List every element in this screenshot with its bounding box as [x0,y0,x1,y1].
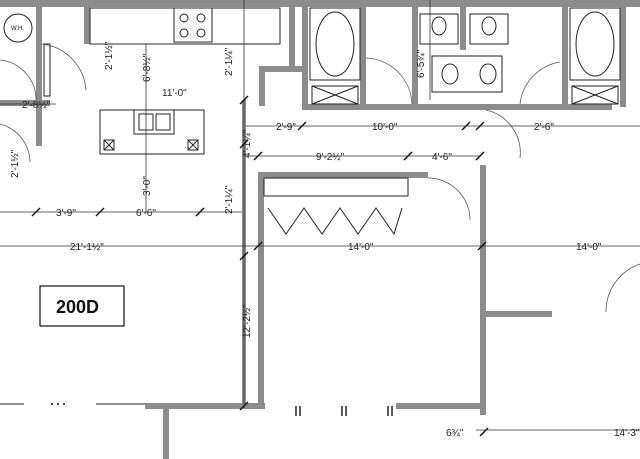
dimension-labels: 21'-1½" 14'-0" 14'-0" 3'-9" 6'-6" 2'-8½"… [10,41,640,439]
dim-kitchen-side: 2'-8½" [22,100,51,111]
bath1-right-wall [360,0,366,107]
pantry-left-wall [259,66,265,106]
door-swing-icon [485,109,521,159]
bath-bottom-wall [302,104,612,110]
dim-kitchen-run: 11'-0" [162,88,187,99]
door-swing-icon [519,61,561,105]
closet-shelf [263,177,409,197]
dim-left-side: 2'-1½" [10,149,21,178]
dim-pantry-width: 2'-9" [276,122,296,133]
vanity-sink [441,63,459,85]
wall-cabinet [43,43,51,97]
bathroom-fixtures [309,7,621,159]
dim-living-height: 12'-2½" [242,304,253,338]
bath2-left-wall [562,0,568,107]
pantry-bottom-wall [259,66,307,72]
bathtub [569,7,621,81]
vanity-left-wall [412,0,418,107]
dim-bottom-left-a: 3'-9" [56,208,76,219]
kitchen-divider-wall [84,0,90,44]
bifold-door-icon [267,207,403,236]
bathtub [309,7,361,81]
dim-pantry-height: 4'-1¼" [241,129,253,158]
burner-icon [196,13,206,23]
kitchen-left-wall [36,0,42,100]
kitchen-counter [89,7,281,45]
unit-label: 200D [56,297,99,317]
top-wall [0,0,640,7]
bath1-left-wall [302,0,308,107]
living-right-wall [258,172,264,408]
dim-bottom-left-b: 6'-6" [136,208,156,219]
burner-icon [179,28,189,38]
unit-label-box: 200D [39,285,125,327]
toilet-bowl [481,16,497,36]
vanity [431,55,503,93]
door-swing-icon [0,123,31,163]
bottom-wall-b [396,403,486,409]
left-lower-wall [36,106,42,146]
door-swing-icon [365,57,413,105]
sink-bowl [155,113,171,131]
misc-marks [0,403,393,416]
bathtub-basin [315,11,355,77]
bedroom-left-wall [480,165,486,415]
dimension-lines [0,0,640,437]
vanity-sink [479,63,497,85]
burner-icon [196,28,206,38]
bathtub-basin [575,11,615,77]
dim-bottom-gap: 6¾" [446,428,464,439]
burner-icon [179,13,189,23]
dim-closet-width: 9'-2½" [316,152,345,163]
left-partition-wall [0,100,50,106]
dim-bottom-right: 14'-3" [614,428,640,439]
dim-island-depth: 3'-0" [142,176,153,196]
dim-bedroom-width: 14'-0" [348,242,374,253]
unit-label-frame [39,285,125,327]
dim-kitchen-upper: 6'-8½" [142,53,153,82]
dim-closet-height: 2'-1¼" [223,185,235,214]
kitchen-island [99,109,205,155]
water-heater [3,13,33,43]
water-heater-label: W.H. [11,26,24,32]
closet-bifold-doors [263,177,640,313]
bedroom-closet-wall [480,311,552,317]
dim-bedroom-right: 14'-0" [576,242,602,253]
bottom-wall-a [145,403,265,409]
toilet-tank [419,13,459,45]
bottom-stair-wall [163,409,169,459]
dim-pantry-top: 2'-1¼" [223,47,235,76]
dim-kitchen-top-depth: 2'-1½" [104,41,115,70]
dim-closet-right: 4'-6" [432,152,452,163]
kitchen-fixtures: W.H. [0,7,281,163]
toilet-tank [469,13,509,45]
vanity-divider-wall [460,0,466,50]
range [173,7,213,43]
door-swing-icon [41,43,87,91]
dim-living-width: 21'-1½" [70,242,104,253]
dim-hall-right: 2'-6" [534,122,554,133]
door-swing-icon [605,263,640,313]
door-swing-icon [427,177,471,221]
door-swing-icon [0,59,37,101]
closet-top-wall [258,172,428,178]
dim-bath-height: 6'-5¾" [416,49,427,78]
bath2-right-wall [620,0,626,107]
dim-hall-width: 10'-0" [372,122,398,133]
pantry-wall [289,0,295,68]
toilet-bowl [431,16,447,36]
